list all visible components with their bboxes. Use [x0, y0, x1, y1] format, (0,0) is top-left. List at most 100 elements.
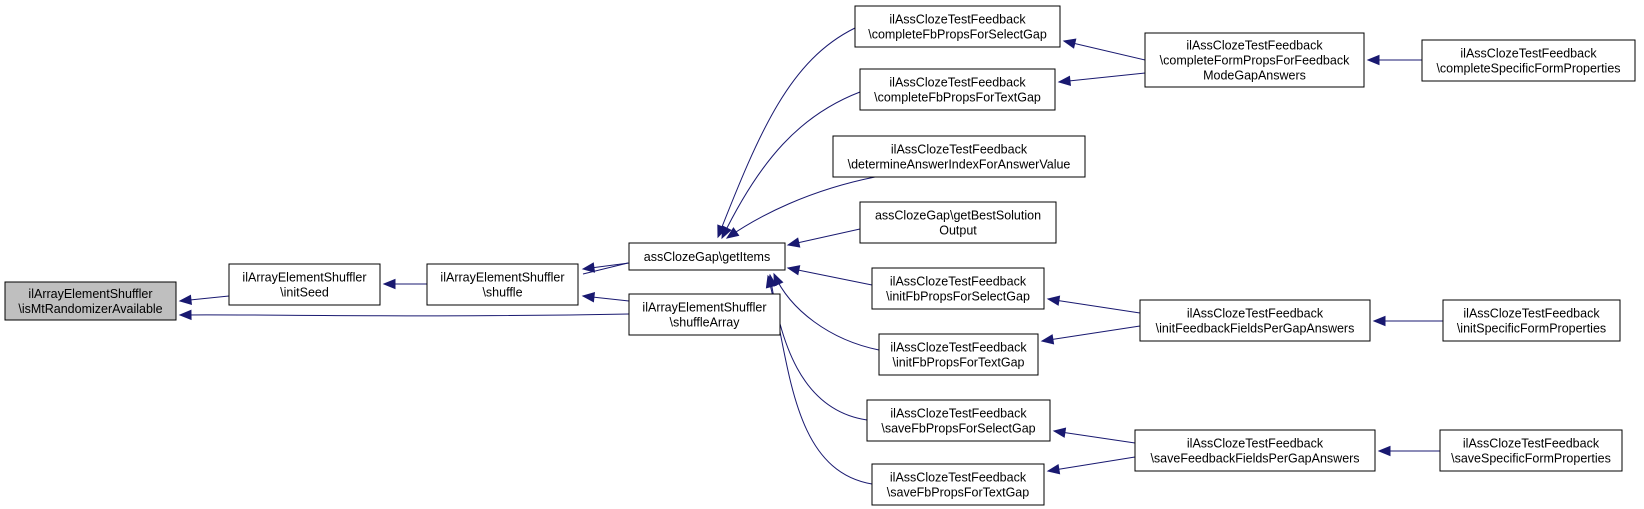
node-label-line: ilAssClozeTestFeedback — [891, 143, 1028, 157]
node-box — [628, 242, 786, 271]
edge-shuffleArray-to-shuffle — [581, 292, 630, 303]
node-label-line: \completeFbPropsForSelectGap — [868, 28, 1047, 42]
node-box — [1144, 32, 1365, 88]
edge-initFeedbackFields-to-initFbSelect — [1046, 295, 1141, 314]
node-initFeedbackFields[interactable]: ilAssClozeTestFeedback\initFeedbackField… — [1139, 299, 1371, 342]
node-initSpecific[interactable]: ilAssClozeTestFeedback\initSpecificFormP… — [1442, 299, 1621, 342]
node-shuffleArray[interactable]: ilArrayElementShuffler\shuffleArray — [628, 293, 781, 336]
node-label-line: \saveFeedbackFieldsPerGapAnswers — [1150, 452, 1359, 466]
edge-completeSpecific-to-completeFormProps — [1366, 54, 1422, 66]
node-label-line: \shuffle — [482, 286, 522, 300]
arrowhead — [725, 227, 740, 239]
node-root[interactable]: ilArrayElementShuffler\isMtRandomizerAva… — [4, 281, 177, 321]
node-label-line: ilAssClozeTestFeedback — [890, 407, 1027, 421]
arrowhead — [178, 309, 192, 321]
node-label-line: ilArrayElementShuffler — [28, 287, 152, 301]
node-initFbText[interactable]: ilAssClozeTestFeedback\initFbPropsForTex… — [878, 333, 1039, 376]
node-layer: ilArrayElementShuffler\isMtRandomizerAva… — [4, 5, 1636, 506]
node-label-line: ilAssClozeTestFeedback — [890, 341, 1027, 355]
node-label-line: ilAssClozeTestFeedback — [1187, 437, 1324, 451]
node-getItems[interactable]: assClozeGap\getItems — [628, 242, 786, 271]
node-label-line: ilAssClozeTestFeedback — [1186, 39, 1323, 53]
node-label-line: \isMtRandomizerAvailable — [18, 302, 162, 316]
node-label-line: assClozeGap\getItems — [644, 250, 770, 264]
arrowhead — [1040, 334, 1055, 345]
arrowhead — [1062, 38, 1077, 49]
arrowhead — [786, 237, 801, 248]
node-box — [1421, 39, 1636, 82]
edge-determineAnswer-to-getItems — [725, 176, 876, 239]
node-label-line: \initSpecificFormProperties — [1457, 322, 1606, 336]
node-determineAnswer[interactable]: ilAssClozeTestFeedback\determineAnswerIn… — [832, 135, 1086, 178]
arrowhead — [1372, 315, 1386, 327]
node-box — [228, 263, 381, 306]
arrowhead — [1057, 75, 1071, 87]
node-completeFbText[interactable]: ilAssClozeTestFeedback\completeFbPropsFo… — [859, 68, 1056, 111]
node-box — [832, 135, 1086, 178]
node-box — [1442, 299, 1621, 342]
node-label-line: ilAssClozeTestFeedback — [1463, 437, 1600, 451]
node-completeFbSelect[interactable]: ilAssClozeTestFeedback\completeFbPropsFo… — [854, 5, 1061, 48]
node-shuffle[interactable]: ilArrayElementShuffler\shuffle — [426, 263, 579, 306]
node-label-line: assClozeGap\getBestSolution — [875, 209, 1041, 223]
edge-saveFbText-to-getItems — [765, 274, 873, 485]
node-label-line: ilArrayElementShuffler — [440, 271, 564, 285]
node-box — [854, 5, 1061, 48]
node-label-line: \saveFbPropsForTextGap — [887, 486, 1029, 500]
node-box — [1134, 429, 1376, 472]
edge-saveFeedbackFields-to-saveFbSelect — [1052, 427, 1136, 444]
node-saveFbText[interactable]: ilAssClozeTestFeedback\saveFbPropsForTex… — [871, 463, 1045, 506]
edge-initFbText-to-getItems — [773, 272, 880, 351]
node-label-line: \completeSpecificFormProperties — [1436, 62, 1620, 76]
node-label-line: ilAssClozeTestFeedback — [889, 76, 1026, 90]
arrowhead — [581, 262, 596, 273]
arrowhead — [1046, 463, 1061, 475]
node-initFbSelect[interactable]: ilAssClozeTestFeedback\initFbPropsForSel… — [871, 267, 1045, 310]
edge-completeFormProps-to-completeFbText — [1057, 72, 1146, 87]
arrowhead — [1366, 54, 1380, 66]
node-label-line: \determineAnswerIndexForAnswerValue — [848, 158, 1071, 172]
edge-initSpecific-to-initFeedbackFields — [1372, 315, 1443, 327]
node-saveFbSelect[interactable]: ilAssClozeTestFeedback\saveFbPropsForSel… — [866, 399, 1051, 442]
node-label-line: ilAssClozeTestFeedback — [890, 275, 1027, 289]
node-box — [866, 399, 1051, 442]
node-box — [4, 281, 177, 321]
arrowhead — [382, 278, 396, 290]
arrowhead — [1052, 427, 1067, 438]
arrowhead — [581, 292, 595, 303]
edge-saveFbSelect-to-getItems — [766, 273, 868, 421]
node-initSeed[interactable]: ilArrayElementShuffler\initSeed — [228, 263, 381, 306]
edge-initSeed-to-root — [178, 294, 230, 306]
node-box — [426, 263, 579, 306]
edge-shuffleArray-to-root — [178, 309, 630, 321]
node-label-line: ilArrayElementShuffler — [642, 301, 766, 315]
node-label-line: \shuffleArray — [670, 316, 741, 330]
node-label-line: ilAssClozeTestFeedback — [889, 13, 1026, 27]
node-box — [871, 267, 1045, 310]
edge-shuffleArray-to-getItems — [582, 262, 629, 275]
node-label-line: \initSeed — [280, 286, 329, 300]
edge-bestSolution-to-getItems — [786, 228, 861, 248]
arrowhead — [1377, 445, 1391, 457]
node-label-line: \initFbPropsForSelectGap — [886, 290, 1030, 304]
node-label-line: \completeFbPropsForTextGap — [874, 91, 1041, 105]
node-label-line: \saveFbPropsForSelectGap — [881, 422, 1035, 436]
arrowhead — [178, 294, 192, 306]
node-box — [871, 463, 1045, 506]
node-label-line: ilAssClozeTestFeedback — [1463, 307, 1600, 321]
node-label-line: ilAssClozeTestFeedback — [1187, 307, 1324, 321]
node-saveSpecific[interactable]: ilAssClozeTestFeedback\saveSpecificFormP… — [1439, 429, 1623, 472]
node-completeFormProps[interactable]: ilAssClozeTestFeedback\completeFormProps… — [1144, 32, 1365, 88]
edge-completeFbSelect-to-getItems — [717, 27, 856, 239]
node-completeSpecific[interactable]: ilAssClozeTestFeedback\completeSpecificF… — [1421, 39, 1636, 82]
node-saveFeedbackFields[interactable]: ilAssClozeTestFeedback\saveFeedbackField… — [1134, 429, 1376, 472]
node-box — [1439, 429, 1623, 472]
node-label-line: \initFeedbackFieldsPerGapAnswers — [1156, 322, 1355, 336]
edge-completeFormProps-to-completeFbSelect — [1062, 38, 1146, 61]
node-box — [859, 201, 1057, 244]
arrowhead — [773, 272, 784, 287]
node-label-line: ilArrayElementShuffler — [242, 271, 366, 285]
node-box — [628, 293, 781, 336]
node-label-line: \initFbPropsForTextGap — [893, 356, 1025, 370]
